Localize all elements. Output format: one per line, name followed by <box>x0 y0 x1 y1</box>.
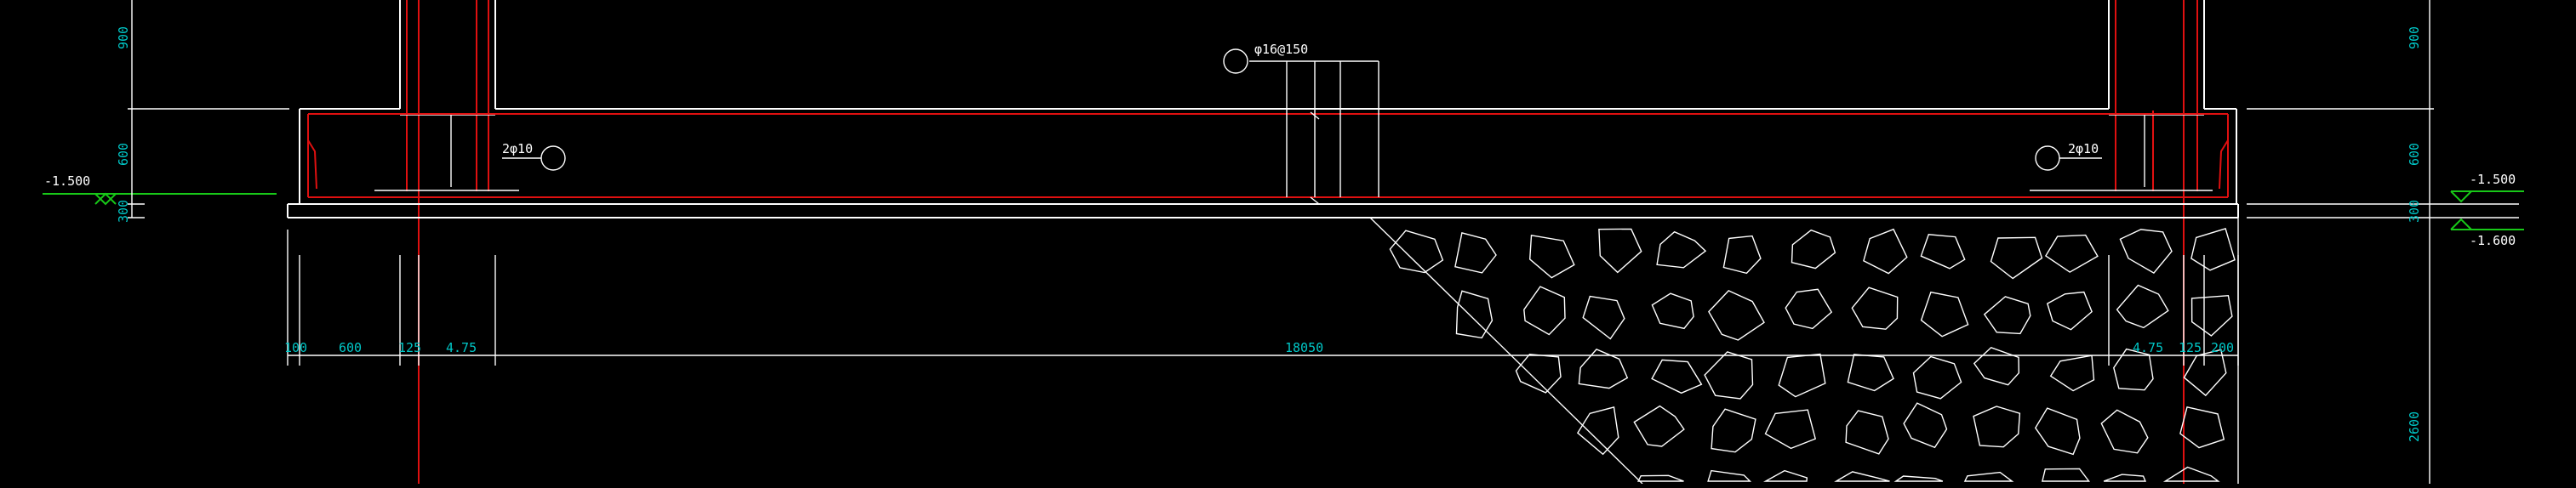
dim-right-v-3: 2600 <box>2407 411 2422 442</box>
rubble-stone <box>1834 471 1890 482</box>
rubble-stone <box>1845 410 1889 455</box>
rubble-stone <box>2162 466 2220 482</box>
rubble-stone <box>1893 475 1944 482</box>
dim-left-v-2: 300 <box>116 200 131 223</box>
rubble-stone <box>2190 294 2233 337</box>
dim-bottom-right-1: 125 <box>2179 340 2202 355</box>
dim-right-v-1: 600 <box>2407 143 2422 166</box>
left-vertical-dimension: 900 600 300 <box>116 0 289 223</box>
rubble-stone <box>1722 235 1762 275</box>
rubble-stone <box>1704 351 1754 400</box>
rubble-stone <box>2179 406 2225 449</box>
rubble-stone <box>1778 353 1826 398</box>
rebar-callouts: φ16@150 2φ10 2φ10 <box>502 42 2102 171</box>
rubble-stone <box>2042 468 2091 482</box>
rubble-stone <box>1454 232 1497 274</box>
dim-bottom-left-3: 4.75 <box>446 340 477 355</box>
rebar-left-callout-circle <box>540 145 566 171</box>
rubble-stone <box>1455 290 1494 339</box>
dim-right-v-2: 300 <box>2407 200 2422 223</box>
rubble-stone <box>2183 349 2227 397</box>
right-vertical-dimension: 900 600 300 2600 <box>2247 0 2434 484</box>
rubble-stone <box>1389 230 1444 274</box>
left-level-marker: -1.500 <box>43 173 277 206</box>
rubble-stone <box>1578 349 1629 389</box>
rubble-stone <box>1973 406 2021 448</box>
rubble-stone <box>1582 295 1625 340</box>
rubble-stone <box>2044 234 2099 273</box>
rubble-stone <box>2103 474 2147 482</box>
rubble-stone <box>1576 406 1619 456</box>
left-column <box>399 0 496 484</box>
rubble-stone <box>1973 346 2020 386</box>
rubble-stone <box>2046 291 2093 331</box>
rebar-right-callout-circle <box>2035 145 2060 171</box>
rubble-stone <box>2034 407 2081 456</box>
rubble-stone <box>1515 353 1562 394</box>
rubble-stone <box>1707 469 1752 482</box>
rebar-top-label: φ16@150 <box>1254 42 1308 57</box>
rubble-stone <box>2100 409 2149 454</box>
rubble-stone <box>1711 408 1756 453</box>
rubble-stone <box>1920 291 1969 338</box>
rubble-stone <box>1983 296 2031 335</box>
rubble-stone <box>2119 229 2173 275</box>
rubble-stone <box>1598 228 1642 274</box>
footing-beam <box>287 108 2239 218</box>
rubble-stone <box>1656 230 1707 269</box>
rubble-stone <box>1764 409 1817 450</box>
rubble-stone-fill <box>1369 217 2239 485</box>
right-level-marker: -1.500 -1.600 <box>2247 172 2524 248</box>
rubble-stone <box>1633 405 1685 447</box>
right-column <box>2108 0 2205 484</box>
rubble-stone <box>1903 402 1948 449</box>
rubble-stone <box>1651 359 1703 394</box>
rubble-stone <box>1847 354 1894 392</box>
dim-bottom-left-1: 600 <box>339 340 362 355</box>
rubble-stone <box>1990 236 2043 280</box>
dim-right-v-0: 900 <box>2407 26 2422 49</box>
dim-bottom-right-2: 200 <box>2211 340 2234 355</box>
rubble-stone <box>1920 234 1966 270</box>
rebar-right-label: 2φ10 <box>2068 141 2099 156</box>
rebar-left-label: 2φ10 <box>502 141 533 156</box>
dim-bottom-center: 18050 <box>1285 340 1323 355</box>
rubble-stone <box>1528 234 1575 279</box>
rubble-stone <box>1523 286 1566 336</box>
rubble-stone <box>1963 471 2014 482</box>
rubble-stone <box>2049 355 2095 392</box>
level-right-top-label: -1.500 <box>2470 172 2516 187</box>
rubble-stone <box>1636 474 1684 482</box>
level-left-label: -1.500 <box>44 173 90 189</box>
dim-left-v-0: 900 <box>116 26 131 49</box>
rubble-stone <box>1912 355 1962 400</box>
dim-bottom-right-0: 4.75 <box>2133 340 2163 355</box>
dim-bottom-left-0: 100 <box>284 340 307 355</box>
rebar-top-callout-circle <box>1223 48 1248 74</box>
rubble-stone <box>1851 287 1899 330</box>
rubble-stone <box>1708 290 1765 341</box>
level-right-bottom-label: -1.600 <box>2470 233 2516 248</box>
bottom-dimension: 100 600 125 4.75 18050 4.75 125 200 <box>284 230 2239 366</box>
rubble-stone <box>1863 228 1908 275</box>
rubble-stone <box>1791 229 1836 270</box>
dim-bottom-left-2: 125 <box>398 340 421 355</box>
dim-left-v-1: 600 <box>116 143 131 166</box>
rubble-stone <box>2190 228 2236 271</box>
rubble-stone <box>1763 469 1808 482</box>
rubble-stone <box>1785 288 1833 330</box>
rubble-stone <box>2116 284 2169 329</box>
center-stirrups <box>1249 60 1379 205</box>
rubble-stone <box>1651 292 1694 330</box>
